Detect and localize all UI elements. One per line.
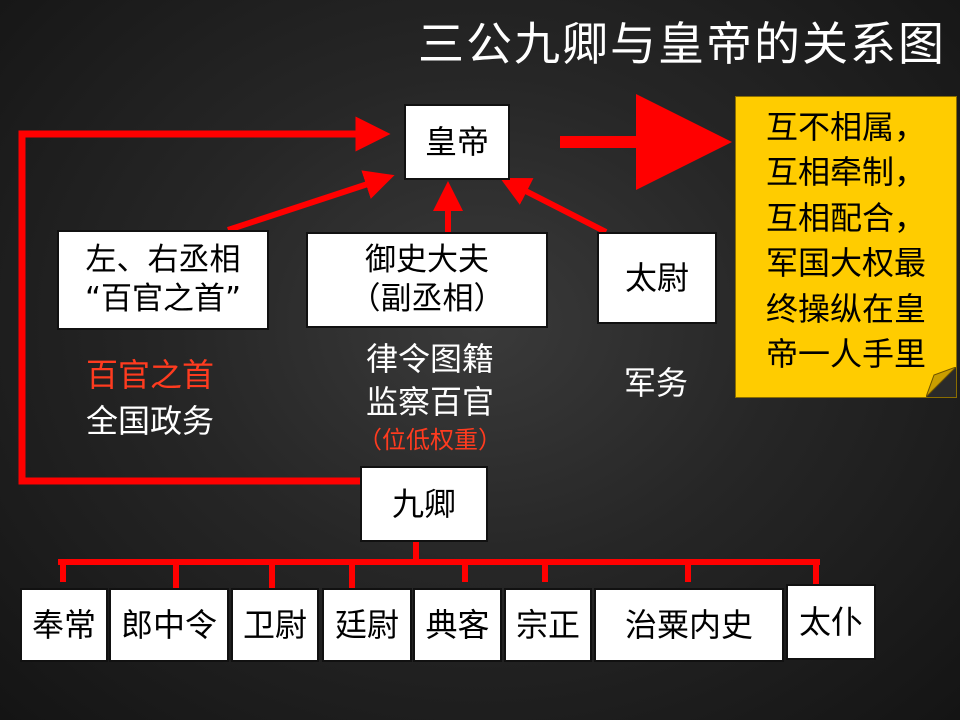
censor-duty-2: 监察百官 — [365, 383, 494, 422]
minister-box: 郎中令 — [109, 588, 229, 662]
note-line: 互相配合， — [765, 198, 926, 237]
minister-box: 奉常 — [20, 588, 108, 662]
chancellor-duties: 百官之首 全国政务 — [60, 352, 240, 445]
commandant-to-emperor-arrow — [499, 177, 608, 235]
note-folded-corner-icon — [926, 367, 956, 397]
commandant-label: 太尉 — [624, 259, 689, 297]
emperor-box: 皇帝 — [404, 104, 510, 180]
minister-box: 宗正 — [504, 588, 592, 662]
minister-label: 典客 — [425, 606, 490, 644]
diagram-title: 三公九卿与皇帝的关系图 — [418, 17, 946, 71]
chancellor-duty-1: 百官之首 — [85, 356, 214, 394]
censor-duty-1: 律令图籍 — [365, 340, 494, 378]
censor-box: 御史大夫 （副丞相） — [306, 232, 548, 328]
note-line: 互相牵制， — [765, 153, 926, 192]
chancellor-duty-2: 全国政务 — [85, 402, 214, 441]
nine-ministers-label: 九卿 — [391, 485, 456, 523]
minister-label: 卫尉 — [242, 606, 307, 644]
chancellor-subtitle: “百官之首” — [84, 281, 242, 317]
chancellor-title: 左、右丞相 — [85, 242, 241, 279]
chancellor-to-emperor-arrow — [227, 170, 395, 233]
minister-label: 宗正 — [515, 606, 580, 644]
minister-label: 奉常 — [31, 606, 96, 644]
emperor-label: 皇帝 — [424, 123, 489, 161]
note-line: 互不相属， — [765, 108, 926, 146]
censor-duties: 律令图籍 监察百官 （位低权重） — [330, 338, 530, 457]
minister-label: 治粟内史 — [624, 606, 753, 644]
commandant-box: 太尉 — [597, 232, 717, 324]
censor-subtitle: （副丞相） — [349, 281, 505, 317]
summary-note: 互不相属， 互相牵制， 互相配合， 军国大权最 终操纵在皇 帝一人手里 — [735, 96, 957, 398]
note-line: 军国大权最 — [765, 244, 926, 283]
nine-ministers-box: 九卿 — [360, 466, 488, 542]
minister-box: 治粟内史 — [594, 588, 784, 662]
commandant-duties: 军务 — [623, 364, 688, 402]
note-line: 帝一人手里 — [765, 335, 926, 374]
minister-box: 太仆 — [786, 584, 876, 660]
note-line: 终操纵在皇 — [765, 289, 926, 328]
minister-box: 廷尉 — [322, 588, 412, 662]
censor-duty-3: （位低权重） — [358, 426, 502, 455]
minister-label: 廷尉 — [334, 606, 399, 644]
ministers-tree — [58, 540, 820, 588]
chancellor-box: 左、右丞相 “百官之首” — [57, 230, 269, 330]
minister-box: 典客 — [413, 588, 502, 662]
censor-title: 御史大夫 — [365, 242, 489, 279]
minister-box: 卫尉 — [231, 588, 319, 662]
minister-label: 郎中令 — [120, 606, 217, 644]
nine-ministers-to-emperor-arrow — [18, 116, 391, 485]
minister-label: 太仆 — [798, 603, 863, 641]
